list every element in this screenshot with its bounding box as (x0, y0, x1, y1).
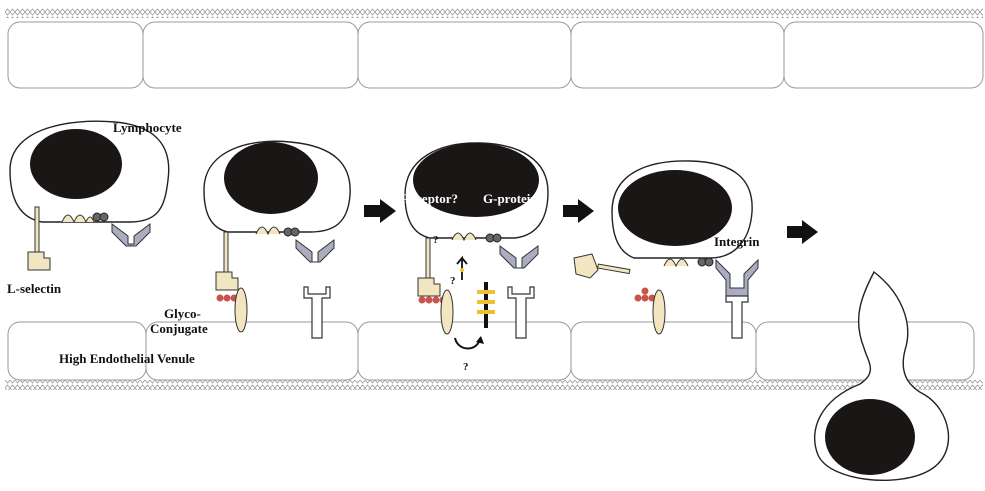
lymphocyte-stage-4 (574, 161, 758, 338)
label-high-endothelial-venule: High Endothelial Venule (59, 351, 195, 366)
shed-l-selectin (574, 254, 630, 278)
chemokine-presentation (477, 282, 495, 328)
label-question-1: ? (433, 234, 439, 246)
lymphocyte-stage-3 (405, 143, 548, 349)
label-g-protein: G-protein (483, 191, 538, 206)
lymphocyte-stage-1 (10, 121, 169, 270)
arrow-right-2 (563, 199, 594, 223)
label-question-2: ? (450, 275, 456, 287)
label-lymphocyte: Lymphocyte (113, 120, 182, 135)
label-glyco-line2: Conjugate (150, 321, 208, 336)
label-l-selectin: L-selectin (7, 281, 62, 296)
label-integrin: Integrin (714, 234, 760, 249)
lymphocyte-stage-2 (204, 141, 350, 338)
arrow-right-1 (364, 199, 396, 223)
label-receptor: Receptor? (401, 191, 458, 206)
label-question-3: ? (463, 361, 469, 373)
top-vessel-wall (5, 8, 983, 88)
label-glyco-line1: Glyco- (164, 306, 201, 321)
arrow-right-3 (787, 220, 818, 244)
